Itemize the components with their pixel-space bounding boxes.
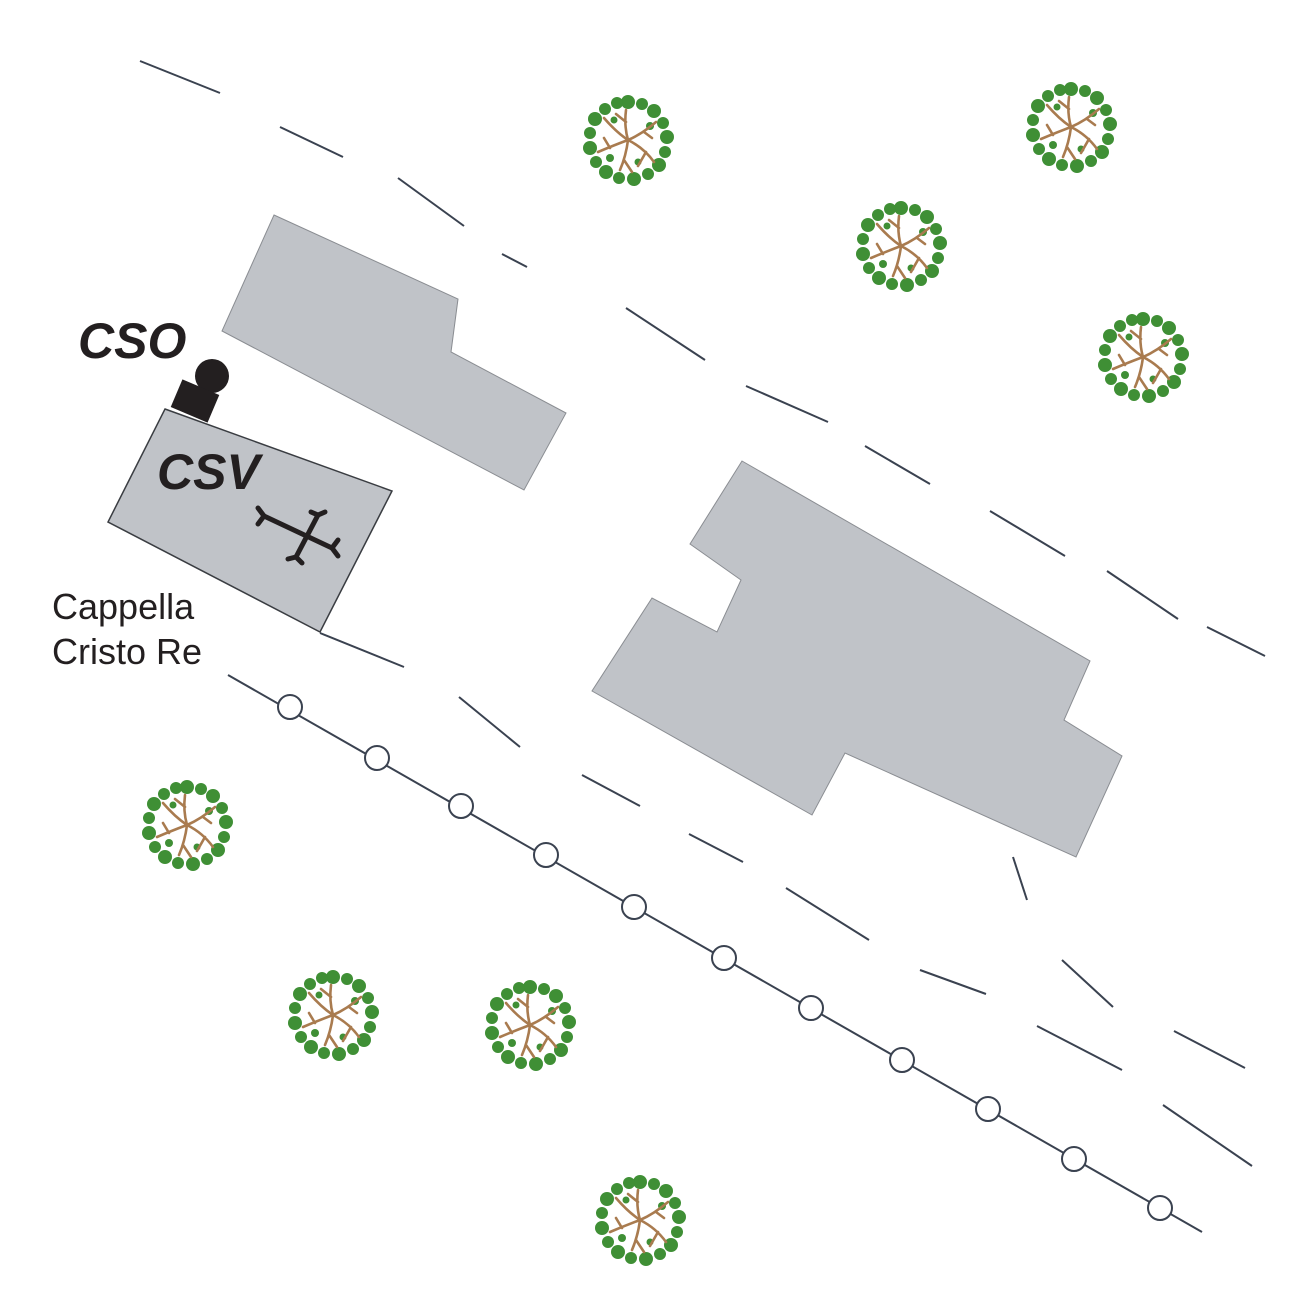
road-dash (458, 696, 521, 748)
pole-marker (277, 694, 303, 720)
road-dash (501, 253, 528, 268)
road-dash (1206, 626, 1266, 657)
road-dash (139, 60, 221, 94)
cso-marker (195, 359, 229, 393)
road-dash (1061, 959, 1114, 1008)
cso-label: CSO (78, 313, 187, 369)
tree-icon (1024, 80, 1119, 175)
tree-icon (483, 978, 578, 1073)
pole-marker (448, 793, 474, 819)
road-dash (745, 385, 829, 423)
road-dash (1106, 570, 1179, 620)
tree-icon (286, 968, 381, 1063)
csv-marker (170, 379, 220, 423)
road-dash (397, 177, 465, 227)
pole-marker (1061, 1146, 1087, 1172)
road-dash (919, 969, 987, 995)
cross-icon (255, 505, 341, 566)
pole-marker (364, 745, 390, 771)
building-chapel (106, 408, 394, 634)
pole-marker (1147, 1195, 1173, 1221)
pole-marker (533, 842, 559, 868)
road-dash (319, 632, 405, 668)
road-dashed-lines (139, 60, 1266, 1167)
pole-marker (889, 1047, 915, 1073)
road-dash (688, 833, 744, 863)
pole-line (227, 674, 1203, 1233)
tree-icon (581, 93, 676, 188)
csv-label: CSV (157, 444, 260, 500)
pole-marker (975, 1096, 1001, 1122)
road-dash (989, 510, 1066, 557)
chapel-label-line1: Cappella (52, 586, 195, 627)
road-dash (1036, 1025, 1123, 1071)
pole-marker (621, 894, 647, 920)
pole-marker (711, 945, 737, 971)
tree-icon (593, 1173, 688, 1268)
tree-icon (1096, 310, 1191, 405)
road-dash (1162, 1104, 1253, 1167)
building-north (221, 214, 567, 491)
road-dash (1012, 856, 1028, 901)
road-dash (1173, 1030, 1246, 1069)
chapel-label-line2: Cristo Re (52, 631, 203, 672)
road-dash (785, 887, 870, 941)
tree-icon (854, 199, 949, 294)
tree-icon (140, 778, 235, 873)
pole-marker (798, 995, 824, 1021)
building-southeast (591, 460, 1123, 858)
road-dash (279, 126, 344, 158)
road-dash (864, 445, 931, 485)
road-dash (625, 307, 706, 361)
road-dash (581, 774, 641, 807)
